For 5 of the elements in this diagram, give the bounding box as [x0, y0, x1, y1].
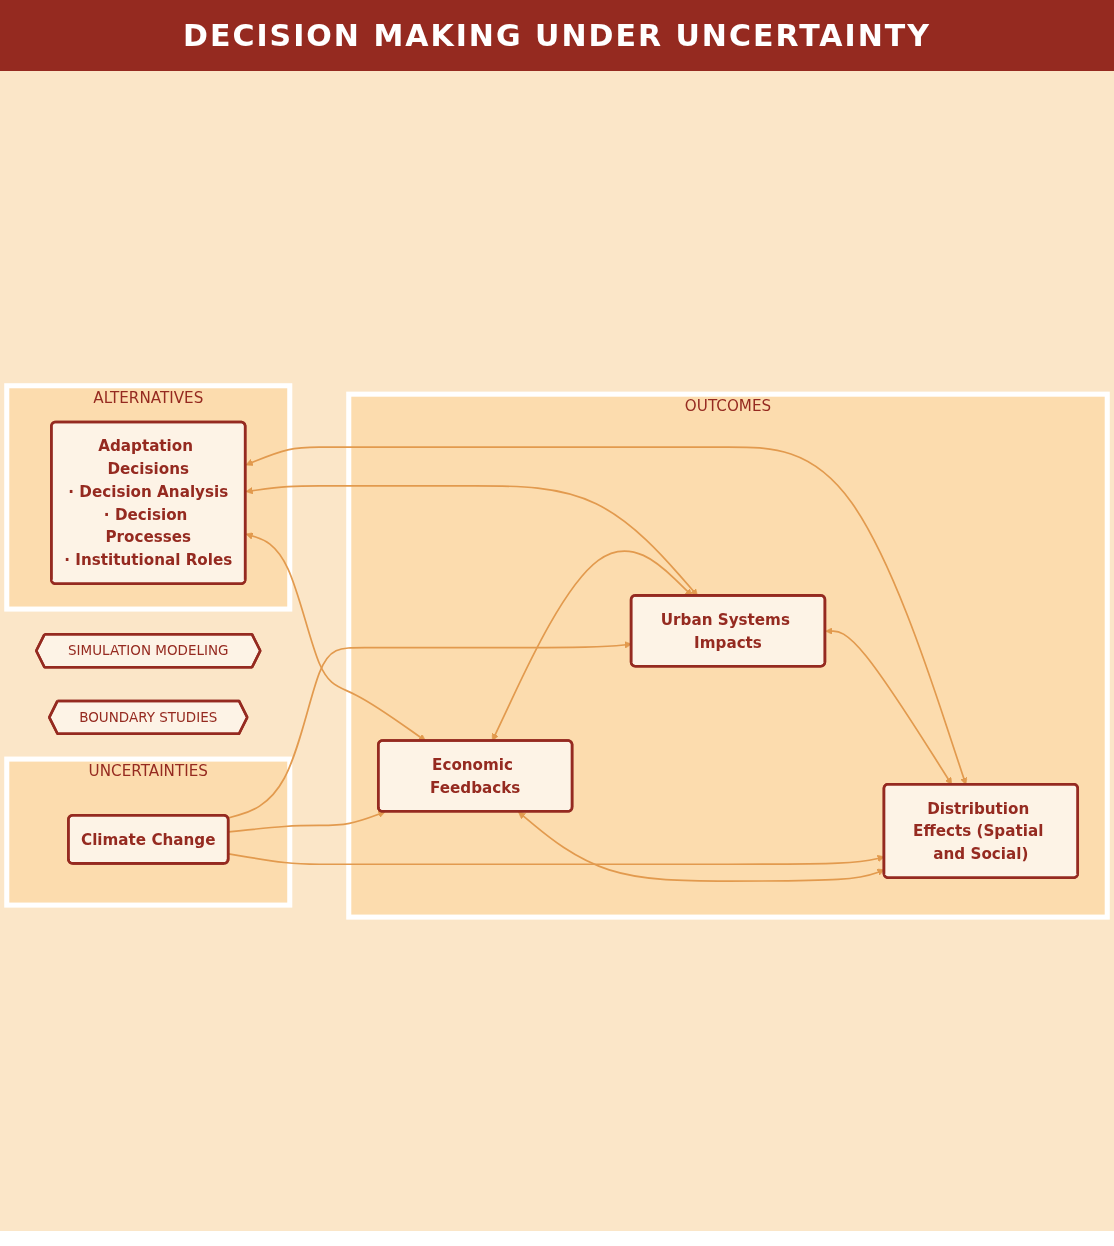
arrow [227, 640, 632, 819]
arrow [518, 811, 885, 882]
title-banner: DECISION MAKING UNDER UNCERTAINTY [0, 0, 1114, 71]
arrow [491, 549, 693, 741]
arrow [245, 532, 426, 741]
